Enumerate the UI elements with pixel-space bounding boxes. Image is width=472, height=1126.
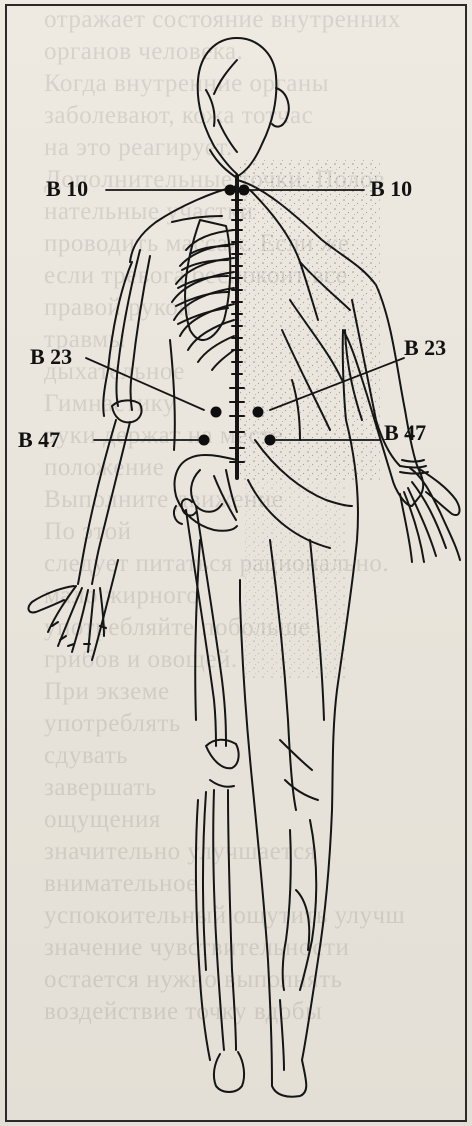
page-frame bbox=[5, 4, 467, 1122]
